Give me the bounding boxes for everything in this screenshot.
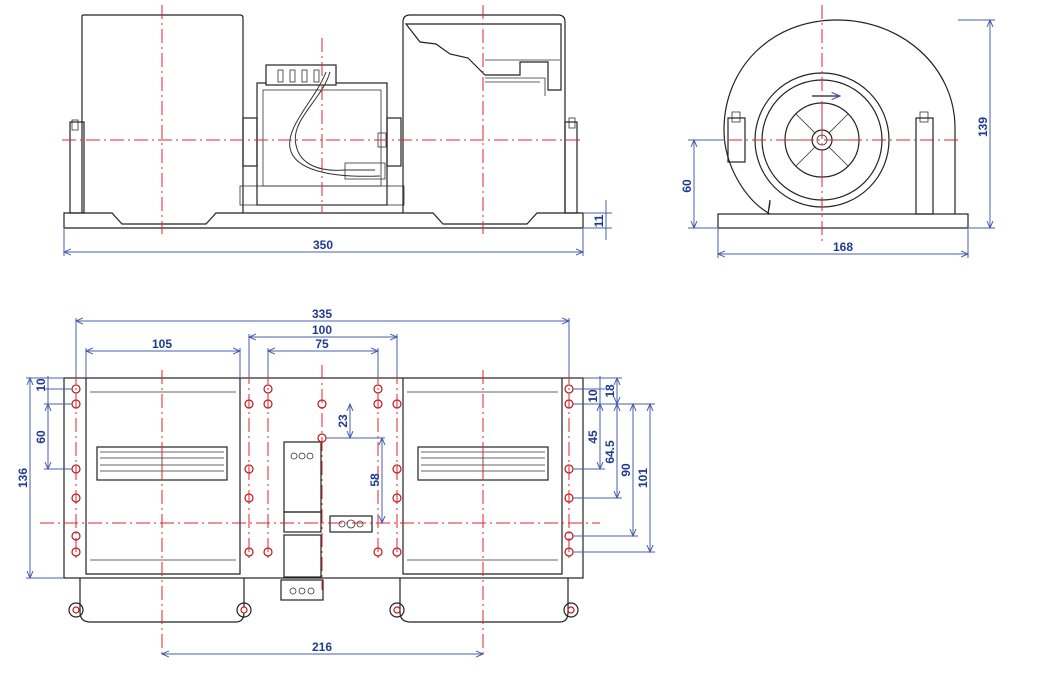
bottom-dim-105: 105 (152, 337, 172, 351)
front-view: 350 11 (62, 5, 612, 256)
side-view: 139 60 168 (680, 5, 995, 258)
side-dim-height: 139 (976, 117, 990, 137)
bottom-dim-right-64-5: 64.5 (603, 440, 617, 464)
side-dim-width: 168 (833, 240, 853, 254)
front-right-housing (402, 14, 566, 213)
front-dim-length: 350 (313, 238, 333, 252)
side-right-bracket (915, 117, 934, 215)
bottom-dim-left-60: 60 (34, 430, 48, 444)
bottom-connector (280, 579, 324, 601)
bottom-dim-23: 23 (336, 414, 350, 428)
bottom-dim-right-90: 90 (619, 463, 633, 477)
bottom-dim-right-18: 18 (603, 384, 617, 398)
bottom-view: 335 100 105 75 23 58 136 10 60 (16, 307, 655, 655)
bottom-dim-right-101: 101 (636, 468, 650, 488)
front-base-plate (63, 212, 584, 229)
side-base (717, 213, 969, 229)
bottom-dim-136: 136 (16, 468, 30, 488)
side-scroll-housing (723, 19, 956, 215)
bottom-terminal-block-1 (283, 441, 322, 513)
bottom-base-plate (63, 377, 584, 579)
mounting-holes (71, 384, 575, 614)
bottom-dim-left-10: 10 (34, 378, 48, 392)
front-left-housing (81, 14, 244, 213)
bottom-dim-58: 58 (368, 473, 382, 487)
bottom-dim-right-10: 10 (586, 389, 600, 403)
bottom-dim-335: 335 (312, 307, 332, 321)
front-left-bracket (69, 121, 85, 214)
bottom-dim-75: 75 (315, 337, 329, 351)
bottom-terminal-block-2 (329, 515, 373, 533)
bottom-dim-100: 100 (312, 323, 332, 337)
bottom-dim-216: 216 (312, 640, 332, 654)
front-dim-base-height: 11 (592, 214, 606, 227)
side-dim-shaft-height: 60 (680, 179, 694, 193)
bottom-dim-right-45: 45 (586, 430, 600, 444)
